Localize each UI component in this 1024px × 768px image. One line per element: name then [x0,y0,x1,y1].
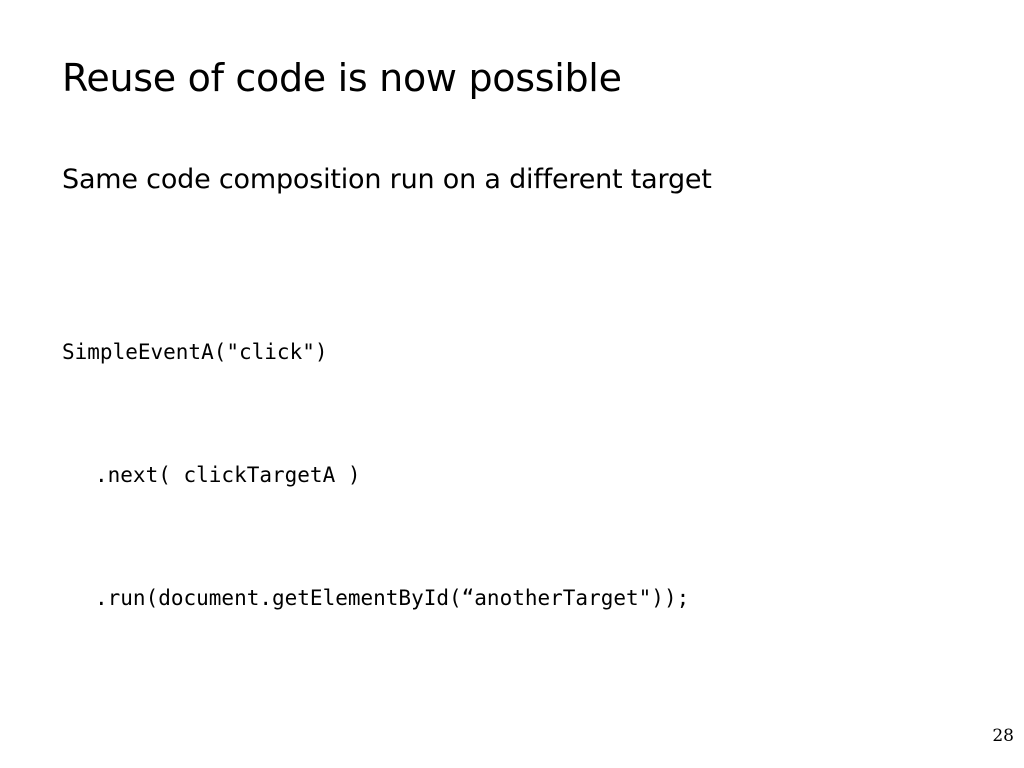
page-number: 28 [992,726,1014,746]
slide-title: Reuse of code is now possible [62,56,622,100]
code-line-3: .run(document.getElementById(“anotherTar… [95,586,690,610]
code-line-1: SimpleEventA("click") [62,340,328,364]
code-line-2: .next( clickTargetA ) [95,463,361,487]
slide-subtitle: Same code composition run on a different… [62,164,712,195]
code-block: SimpleEventA("click") .next( clickTarget… [62,250,689,701]
